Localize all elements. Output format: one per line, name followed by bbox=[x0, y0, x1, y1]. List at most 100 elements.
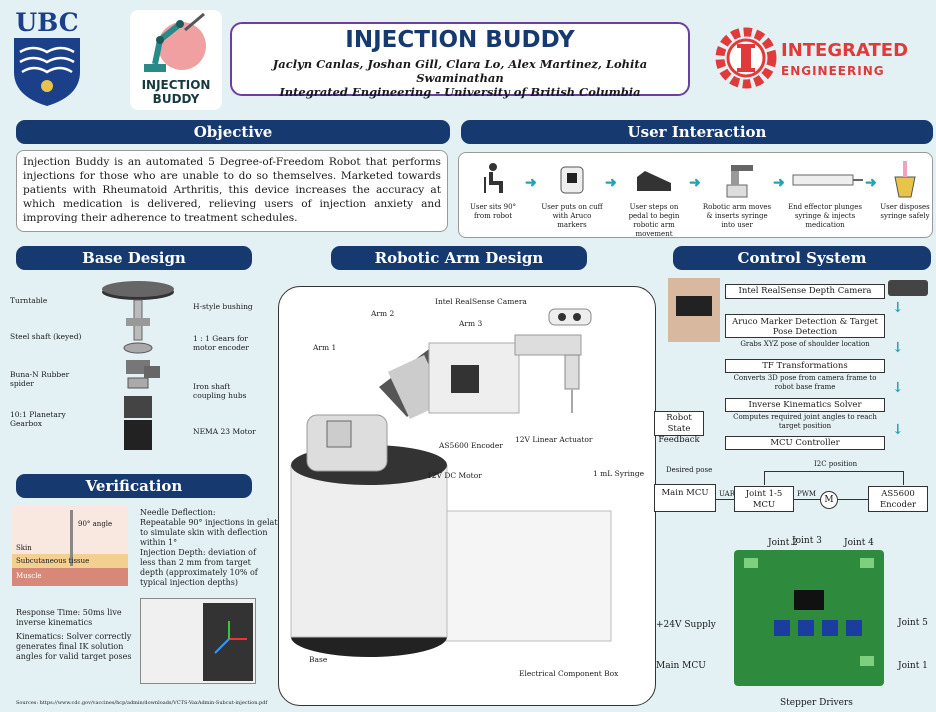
label-motor: NEMA 23 Motor bbox=[193, 427, 256, 436]
page-title: INJECTION BUDDY bbox=[345, 27, 575, 53]
pcb-label-joint4: Joint 4 bbox=[844, 538, 874, 548]
motor-symbol-label: M bbox=[824, 495, 834, 505]
ie-line1: INTEGRATED bbox=[781, 40, 909, 61]
label-ecb: Electrical Component Box bbox=[519, 669, 619, 678]
subq-label: Subcutaneous tissue bbox=[16, 557, 90, 565]
label-syringe: 1 mL Syringe bbox=[593, 469, 645, 478]
step-5-text: End effector plunges syringe & injects m… bbox=[787, 203, 863, 229]
pedal-icon bbox=[637, 171, 671, 191]
ie-line2: ENGINEERING bbox=[781, 64, 885, 78]
arm-design-heading: Robotic Arm Design bbox=[331, 246, 587, 270]
ubc-wordmark: UBC bbox=[15, 8, 79, 37]
step-6-text: User disposes syringe safely bbox=[880, 203, 930, 220]
pcb-label-main-mcu: Main MCU bbox=[656, 661, 706, 671]
flow-note-aruco: Grabs XYZ pose of shoulder location bbox=[740, 340, 870, 348]
base-exploded-view bbox=[102, 281, 174, 450]
step-4-text: Robotic arm moves & inserts syringe into… bbox=[702, 203, 772, 229]
verification-heading: Verification bbox=[16, 474, 252, 498]
label-turntable: Turntable bbox=[10, 296, 48, 305]
injection-buddy-logo: INJECTION BUDDY bbox=[130, 10, 222, 110]
pcb-board bbox=[734, 550, 884, 686]
control-heading: Control System bbox=[673, 246, 931, 270]
response-time: Response Time: 50ms live inverse kinemat… bbox=[16, 608, 122, 627]
frame-axes-icon bbox=[214, 621, 247, 654]
flow-arrow-icon: ↓ bbox=[892, 340, 904, 356]
user-interaction-panel: User sits 90° from robot ➜ User puts on … bbox=[458, 152, 933, 238]
arrow-icon: ➜ bbox=[773, 175, 785, 191]
label-arm1: Arm 1 bbox=[313, 343, 337, 352]
objective-body: Injection Buddy is an automated 5 Degree… bbox=[16, 150, 448, 232]
stepper-driver bbox=[774, 620, 790, 636]
label-camera: Intel RealSense Camera bbox=[435, 297, 527, 306]
objective-heading: Objective bbox=[16, 120, 450, 144]
skin-diagram: 90° angle Skin Subcutaneous tissue Muscl… bbox=[12, 506, 128, 586]
stepper-driver bbox=[798, 620, 814, 636]
ie-logo: INTEGRATED ENGINEERING bbox=[715, 18, 925, 98]
encoder-box: AS5600 Encoder bbox=[868, 486, 928, 512]
step-3: User steps on pedal to begin robotic arm… bbox=[619, 159, 689, 239]
flow-step-camera: Intel RealSense Depth Camera bbox=[725, 284, 885, 299]
pcb-label-joint1: Joint 1 bbox=[898, 661, 928, 671]
pcb-label-joint2: Joint 2 bbox=[768, 538, 798, 548]
pwm-label: PWM bbox=[797, 490, 817, 498]
depth-camera-image bbox=[888, 280, 928, 296]
arrow-icon: ➜ bbox=[605, 175, 617, 191]
step-1: User sits 90° from robot bbox=[463, 159, 523, 221]
pcb-label-joint3: Joint 3 bbox=[792, 536, 822, 546]
flow-step-mcu: MCU Controller bbox=[725, 436, 885, 450]
step-6: User disposes syringe safely bbox=[877, 159, 933, 221]
flow-note-ik: Computes required joint angles to reach … bbox=[733, 413, 877, 430]
chair-icon bbox=[484, 163, 503, 193]
robot-arm-icon bbox=[726, 165, 753, 198]
i2c-label: I2C position bbox=[814, 460, 858, 468]
syringe-icon bbox=[792, 174, 863, 186]
mcu-chip bbox=[794, 590, 824, 610]
arrow-icon: ➜ bbox=[865, 175, 877, 191]
connector bbox=[744, 558, 758, 568]
flow-arrow-icon: ↓ bbox=[892, 422, 904, 438]
logo-text-top: INJECTION bbox=[141, 78, 211, 92]
stepper-driver bbox=[822, 620, 838, 636]
title-box: INJECTION BUDDY Jaclyn Canlas, Joshan Gi… bbox=[230, 22, 690, 99]
arrow-icon: ➜ bbox=[689, 175, 701, 191]
objective-text: Injection Buddy is an automated 5 Degree… bbox=[23, 156, 441, 224]
muscle-label: Muscle bbox=[16, 572, 42, 580]
muscle-layer bbox=[12, 568, 128, 586]
step-5: End effector plunges syringe & injects m… bbox=[785, 159, 865, 230]
connector bbox=[860, 656, 874, 666]
kinematics: Kinematics: Solver correctly generates f… bbox=[16, 632, 132, 661]
label-arm2: Arm 2 bbox=[371, 309, 395, 318]
base-design-heading: Base Design bbox=[16, 246, 252, 270]
label-arm3: Arm 3 bbox=[459, 319, 483, 328]
logo-text-bottom: BUDDY bbox=[152, 92, 200, 106]
ik-screenshot bbox=[140, 598, 256, 684]
pcb-label-joint5: Joint 5 bbox=[898, 618, 928, 628]
step-3-text: User steps on pedal to begin robotic arm… bbox=[628, 203, 680, 238]
needle bbox=[70, 510, 73, 566]
arm-cuff-photo bbox=[668, 278, 720, 342]
i2c-line bbox=[764, 471, 904, 485]
depth-body: Injection Depth: deviation of less than … bbox=[140, 548, 258, 587]
flow-step-aruco: Aruco Marker Detection & Target Pose Det… bbox=[725, 314, 885, 338]
needle-title: Needle Deflection: bbox=[140, 508, 216, 517]
pcb-label-supply: +24V Supply bbox=[656, 620, 716, 630]
label-actuator: 12V Linear Actuator bbox=[515, 435, 593, 444]
affiliation: Integrated Engineering - University of B… bbox=[279, 85, 641, 99]
sources: Sources: https://www.cdc.gov/vaccines/hc… bbox=[16, 700, 268, 706]
connector bbox=[860, 558, 874, 568]
flow-step-ik: Inverse Kinematics Solver bbox=[725, 398, 885, 412]
pcb-label-drivers: Stepper Drivers bbox=[780, 698, 853, 708]
arm-design-panel: Intel RealSense Camera Arm 2 Arm 3 Arm 1… bbox=[278, 286, 656, 706]
step-2-text: User puts on cuff with Aruco markers bbox=[541, 203, 603, 229]
arrow-icon: ➜ bbox=[525, 175, 537, 191]
step-2: User puts on cuff with Aruco markers bbox=[539, 159, 605, 230]
flow-arrow-icon: ↓ bbox=[892, 380, 904, 396]
flow-step-tf: TF Transformations bbox=[725, 359, 885, 373]
ik-3d-view bbox=[203, 603, 253, 681]
authors: Jaclyn Canlas, Joshan Gill, Clara Lo, Al… bbox=[272, 57, 648, 85]
base-design-figure: Turntable Steel shaft (keyed) Buna-N Rub… bbox=[8, 272, 264, 462]
flow-note-tf: Converts 3D pose from camera frame to ro… bbox=[733, 374, 877, 391]
label-dc-motor: 12V DC Motor bbox=[427, 471, 482, 480]
label-gears: 1 : 1 Gears for motor encoder bbox=[193, 334, 249, 352]
label-encoder: AS5600 Encoder bbox=[439, 441, 503, 450]
